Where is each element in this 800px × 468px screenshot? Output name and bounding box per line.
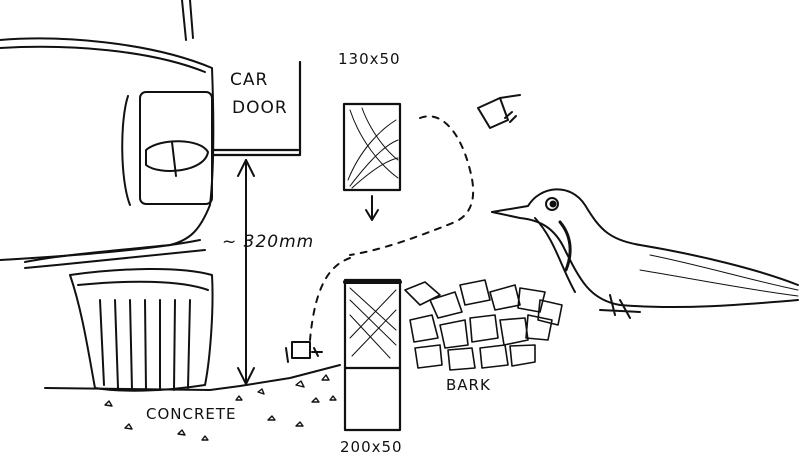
down-arrow: [365, 195, 379, 221]
concrete-label: CONCRETE: [146, 405, 237, 423]
top-block-size-label: 130x50: [338, 50, 401, 68]
trajectory-upper: [349, 115, 475, 256]
height-dimension-label: ~ 320mm: [222, 232, 315, 252]
small-cube-lower: [285, 341, 323, 363]
bark-label: BARK: [446, 376, 491, 394]
dimension-arrow: [237, 159, 255, 385]
bottom-block-size-label: 200x50: [340, 438, 403, 456]
top-block: [342, 102, 402, 192]
magpie-bird: [491, 188, 799, 319]
bark-pile: [404, 279, 563, 371]
concrete-speckles: [104, 374, 337, 441]
ground-line: [44, 364, 341, 391]
trajectory-lower: [309, 257, 351, 341]
car-door-handle: [121, 91, 213, 206]
door-label: DOOR: [232, 98, 288, 118]
small-cube-top: [477, 94, 521, 129]
car-body-outline: [0, 0, 215, 269]
car-label: CAR: [230, 70, 269, 90]
car-door-edge: [211, 60, 302, 157]
bottom-block: [343, 278, 402, 432]
car-wheel: [69, 268, 214, 392]
